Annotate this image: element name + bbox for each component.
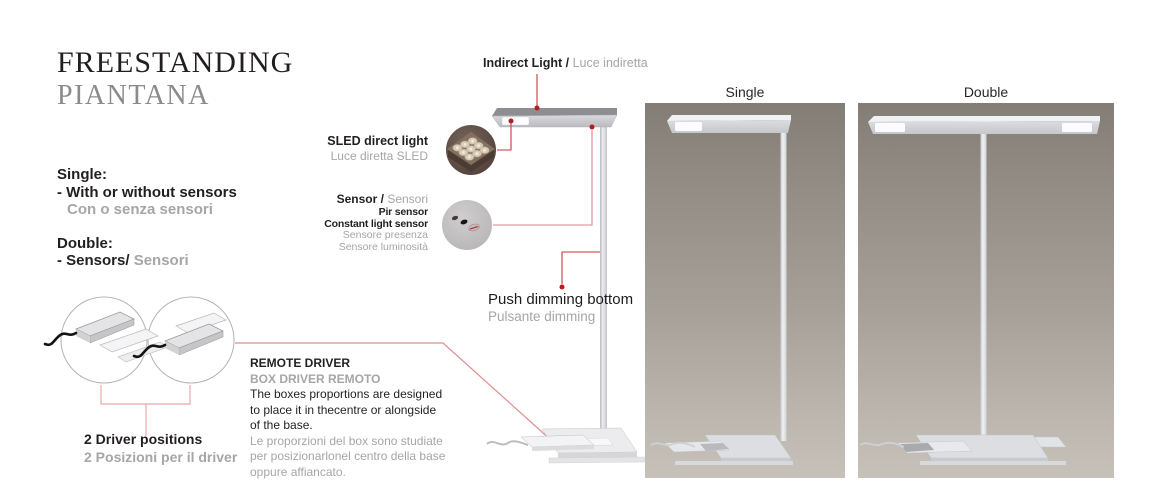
- double-option-it: Sensori: [133, 252, 189, 269]
- double-head-body: [868, 121, 1100, 134]
- remote-driver-text-it: oppure affiancato.: [250, 464, 346, 479]
- single-base: [650, 434, 793, 465]
- double-option-en: - Sensors/: [57, 252, 130, 269]
- single-pole: [780, 131, 787, 441]
- sled-label: SLED direct light Luce diretta SLED: [300, 134, 428, 164]
- double-panel-label: Double: [963, 84, 1009, 100]
- push-dimming-line: [561, 251, 600, 284]
- lamp-base: [486, 427, 646, 464]
- panel-double-photo: [858, 103, 1114, 478]
- single-head-top: [667, 115, 791, 121]
- double-lamp-render: [859, 116, 1100, 465]
- page-subtitle: PIANTANA: [57, 80, 210, 111]
- sensor-constant: Constant light sensor: [324, 218, 428, 230]
- remote-driver-text-en: of the base.: [250, 418, 313, 432]
- driver-bracket: [100, 385, 191, 436]
- sensor-line: [493, 129, 593, 226]
- single-heading: Single:: [57, 166, 108, 183]
- double-option: - Sensors/ Sensori: [57, 252, 237, 270]
- indirect-light-it: Luce indiretta: [572, 56, 648, 70]
- product-title-block: FREESTANDING PIANTANA: [57, 46, 293, 111]
- panel-single-photo: [645, 103, 845, 478]
- sensor-it: Sensori: [387, 192, 428, 206]
- sensor-label: Sensor / Sensori Pir sensor Constant lig…: [270, 193, 428, 253]
- sled-it: Luce diretta SLED: [330, 149, 428, 163]
- double-heading: Double:: [57, 234, 113, 252]
- sensor-luminosita: Sensore luminosità: [338, 240, 428, 253]
- remote-driver-text-en: The boxes proportions are designed: [250, 387, 443, 401]
- double-head-lens-right: [1062, 123, 1092, 132]
- sled-detail-circle: [446, 125, 496, 175]
- single-option-en: - With or without sensors: [57, 183, 237, 201]
- double-pole: [980, 133, 987, 441]
- sled-en: SLED direct light: [327, 134, 428, 148]
- sensor-detail-circle: [442, 200, 492, 250]
- sled-line: [497, 123, 512, 151]
- push-dimming-label: Push dimming bottom Pulsante dimming: [488, 291, 633, 325]
- remote-driver-text-en: to place it in thecentre or alongside: [250, 402, 437, 417]
- remote-driver-note: REMOTE DRIVER BOX DRIVER REMOTO The boxe…: [250, 356, 445, 480]
- lamp-diagram: [486, 108, 646, 464]
- variant-info: Single: - With or without sensors Con o …: [57, 166, 237, 270]
- spacer: [57, 219, 237, 235]
- single-panel-label: Single: [725, 84, 765, 100]
- push-dimming-it: Pulsante dimming: [488, 309, 596, 324]
- lamp-head-lens: [501, 116, 530, 126]
- lamp-head-body: [491, 114, 618, 128]
- remote-driver-text-it: Le proporzioni del box sono studiate: [250, 433, 443, 448]
- single-lamp-render: [650, 115, 793, 465]
- callout-lines: [493, 74, 600, 290]
- page-title: FREESTANDING: [57, 46, 294, 79]
- sensor-pir: Pir sensor: [378, 206, 429, 218]
- sensor-presenza: Sensore presenza: [342, 229, 428, 241]
- indirect-light-en: Indirect Light /: [483, 56, 570, 70]
- push-dimming-en: Push dimming bottom: [488, 291, 634, 308]
- sensor-title: Sensor / Sensori: [270, 193, 428, 206]
- driver-positions-en: 2 Driver positions: [84, 431, 203, 447]
- driver-positions-label: 2 Driver positions 2 Posizioni per il dr…: [84, 431, 237, 466]
- double-head-lens-left: [875, 123, 905, 132]
- driver-position-circles: [43, 296, 235, 384]
- double-cable: [859, 441, 905, 448]
- driver-positions-it: 2 Posizioni per il driver: [84, 448, 238, 465]
- sensor-en: Sensor /: [336, 192, 384, 206]
- driver-side-illustration: [132, 312, 227, 359]
- power-cable: [486, 440, 529, 446]
- single-cable: [650, 441, 696, 448]
- indirect-light-label: Indirect Light / Luce indiretta: [483, 56, 648, 70]
- driver-centre-illustration: [43, 311, 169, 363]
- single-option-it: Con o senza sensori: [67, 201, 213, 218]
- double-base: [859, 434, 1067, 465]
- double-head-top: [868, 116, 1100, 122]
- lamp-pole: [600, 119, 607, 432]
- single-head-lens: [675, 122, 702, 131]
- remote-driver-title: REMOTE DRIVER: [250, 356, 351, 370]
- remote-driver-text-it: per posizionarlonel centro della base: [250, 449, 446, 463]
- lamp-head-top: [492, 108, 617, 116]
- remote-driver-title-it: BOX DRIVER REMOTO: [250, 371, 381, 386]
